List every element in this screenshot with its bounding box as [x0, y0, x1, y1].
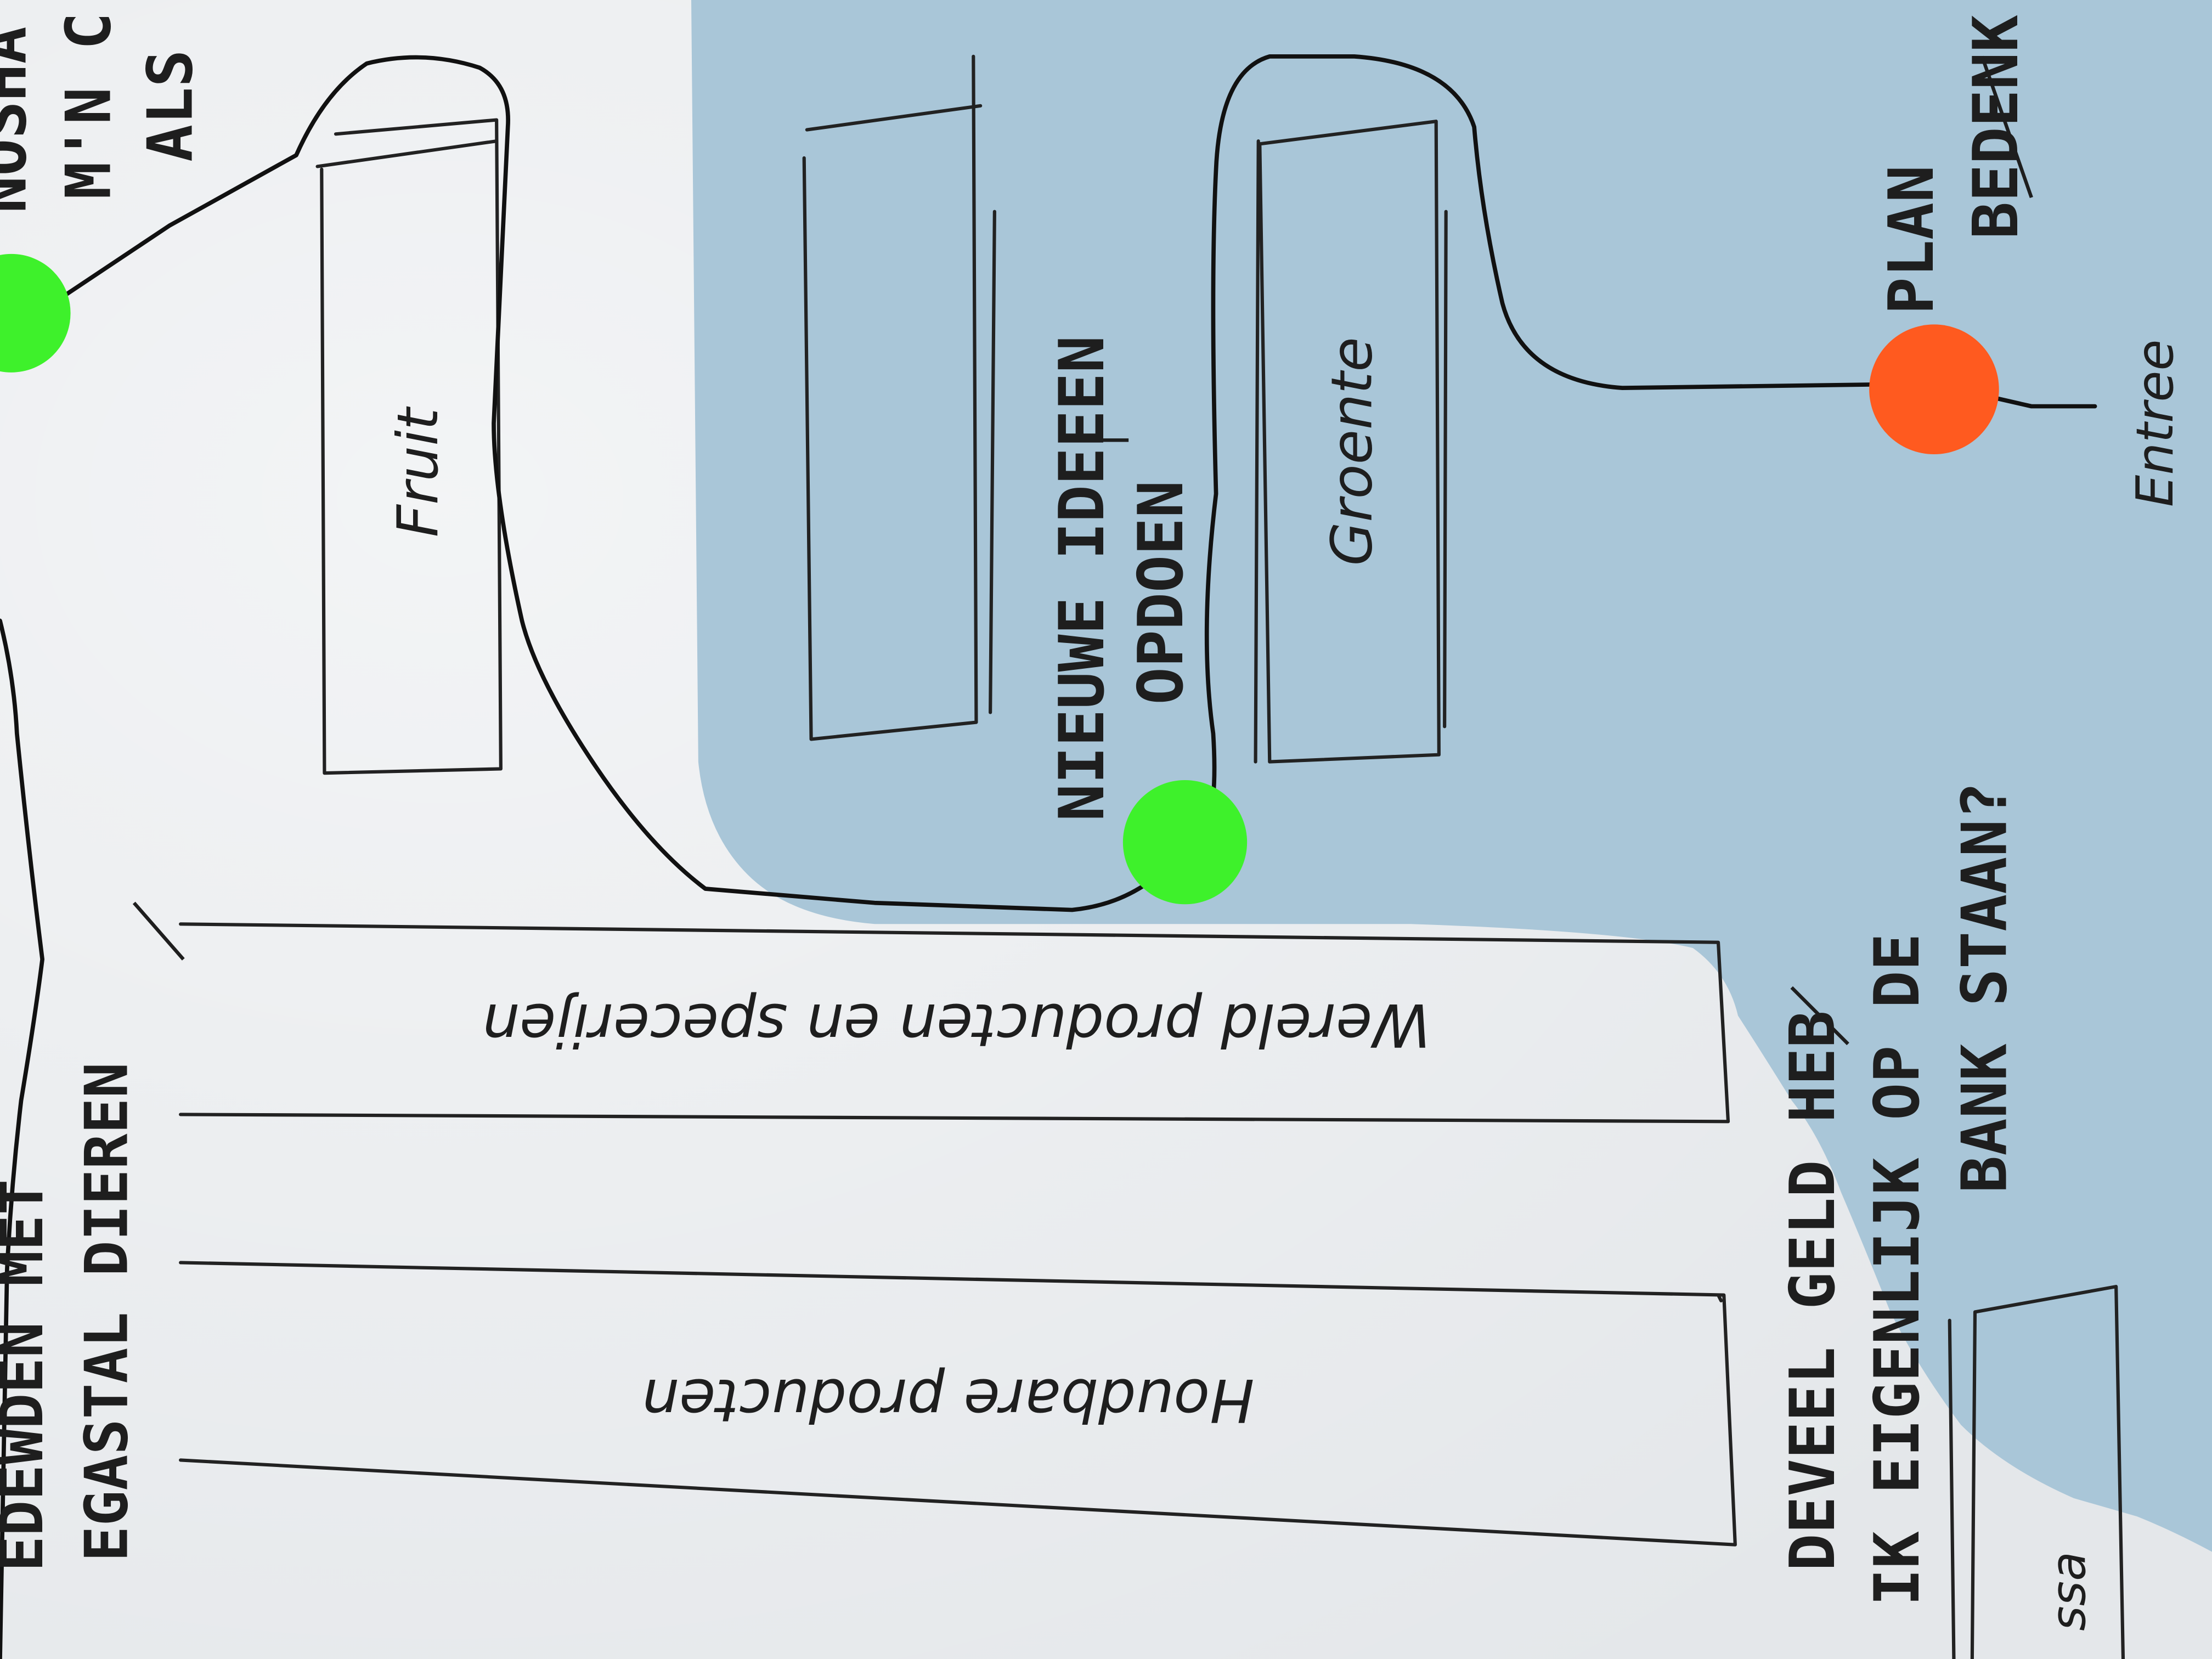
orange-pain-dot [1869, 324, 1999, 454]
strike-heb [1790, 986, 1849, 1046]
entree-label: Entree [2125, 340, 2185, 507]
fruit-label: Fruit [386, 406, 451, 537]
kassa-frame [1948, 1285, 2125, 1659]
houdbare-shelf [179, 1261, 1737, 1547]
wereld-shelf [179, 922, 1730, 1124]
note-top-2: M'N C [53, 13, 125, 200]
note-geld-1: DEVEEL GELD HEB [1776, 1011, 1849, 1571]
green-dot-top-left [0, 253, 71, 373]
fruit-shelf [315, 118, 503, 775]
handwritten-notes: PLAN BEDENK NIEUWE IDEEEN OPDOEN DEVEEL … [0, 13, 2032, 1606]
note-plan-1: PLAN [1875, 165, 1948, 314]
note-tevreden-1: EDEWDEN MET [0, 1180, 57, 1572]
blue-aisle-zone [691, 0, 2212, 1552]
groente-label: Groente [1319, 337, 1385, 566]
note-geld-2: IK EIGENLIJK OP DE [1861, 933, 1933, 1606]
strike-bedenk [1980, 55, 2033, 199]
note-top-3: ALS [134, 50, 207, 162]
note-plan-2: BEDENK [1960, 15, 2032, 239]
note-geld-3: BANK STAAN? [1949, 782, 2021, 1193]
note-tevreden-2: EGASTAL DIEREN [72, 1062, 141, 1561]
note-top-1: NOSHA [0, 26, 40, 213]
strike-corrections [132, 55, 2033, 1046]
groente-shelf [1254, 120, 1448, 764]
note-ideeen-2: OPDOEN [1125, 481, 1197, 705]
middle-shelf [802, 54, 996, 741]
houdbare-label: Houdbare producten [642, 1365, 1255, 1434]
kassa-label: ssa [2041, 1551, 2097, 1631]
wereld-label: Wereld producten en specerijen [482, 990, 1431, 1059]
strike-dieren [132, 901, 185, 961]
note-ideeen-1: NIEUWE IDEEEN [1046, 336, 1118, 821]
green-dot-ideeen [1122, 780, 1248, 905]
